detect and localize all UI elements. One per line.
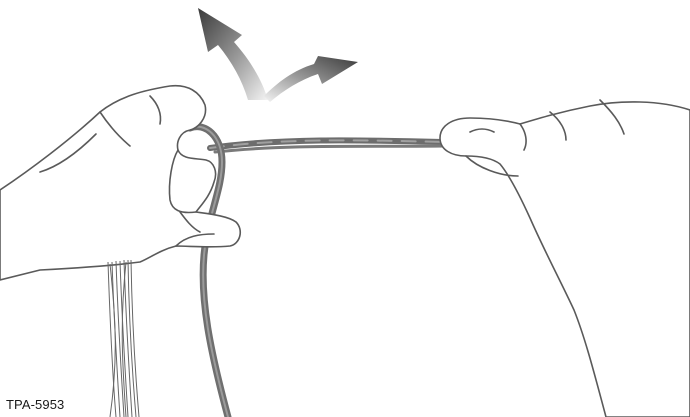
arrow-left-curved-icon <box>198 8 268 100</box>
twist-direction-arrows <box>198 8 358 102</box>
twisted-cable-pair <box>207 137 448 154</box>
left-hand <box>0 84 242 281</box>
right-hand <box>439 99 690 417</box>
arrow-right-curved-icon <box>264 56 358 102</box>
figure-id-label: TPA-5953 <box>6 397 65 412</box>
wire-bundle <box>107 259 140 417</box>
